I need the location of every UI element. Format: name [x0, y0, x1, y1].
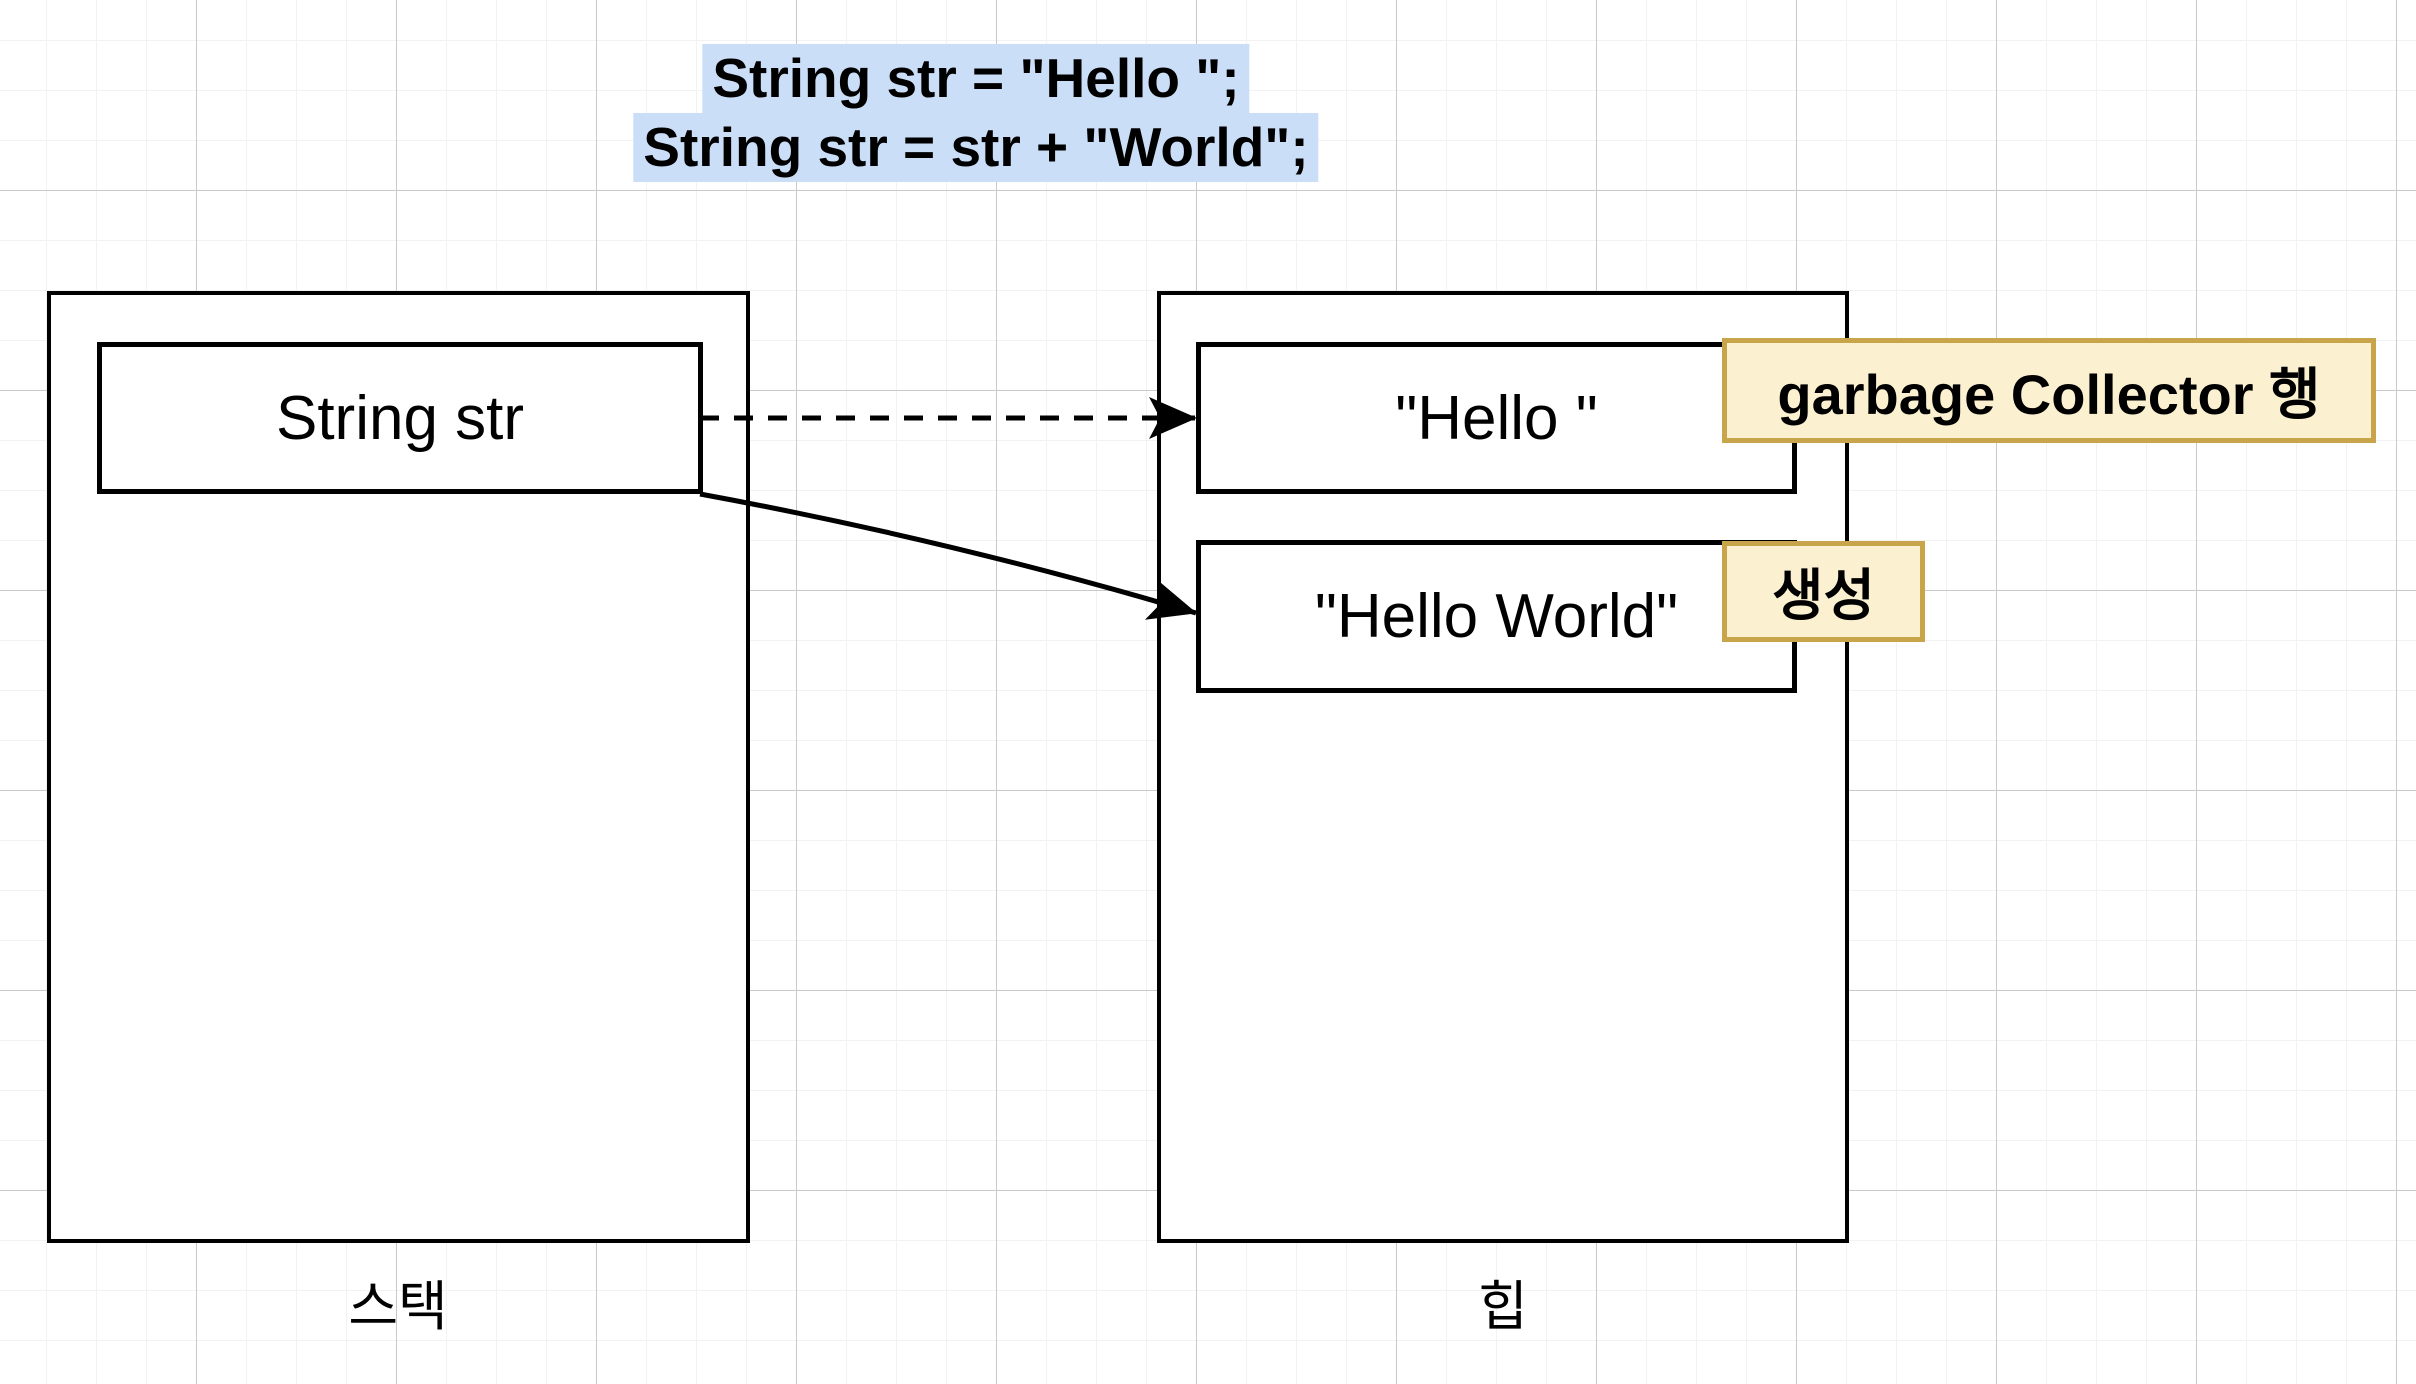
creation-note-label: 생성 — [1771, 564, 1876, 627]
creation-note: 생성 — [1722, 541, 1925, 642]
code-line-2: String str = str + "World"; — [633, 113, 1319, 182]
code-snippet: String str = "Hello "; String str = str … — [633, 44, 1319, 182]
garbage-collector-note: garbage Collector 행 — [1722, 338, 2376, 443]
new-reference-solid-arrow — [699, 491, 1197, 620]
heap-region-label: 힙 — [1478, 1277, 1528, 1337]
hello-string-label: "Hello " — [1395, 383, 1598, 453]
string-str-variable-box: String str — [97, 342, 703, 494]
stack-region-label: 스택 — [348, 1277, 448, 1337]
hello-world-string-box: "Hello World" — [1196, 540, 1797, 693]
hello-string-box: "Hello " — [1196, 342, 1797, 494]
hello-world-string-label: "Hello World" — [1314, 582, 1679, 651]
code-line-1: String str = "Hello "; — [702, 44, 1250, 113]
garbage-collector-note-label: garbage Collector 행 — [1777, 363, 2321, 426]
string-str-variable-label: String str — [275, 383, 525, 453]
